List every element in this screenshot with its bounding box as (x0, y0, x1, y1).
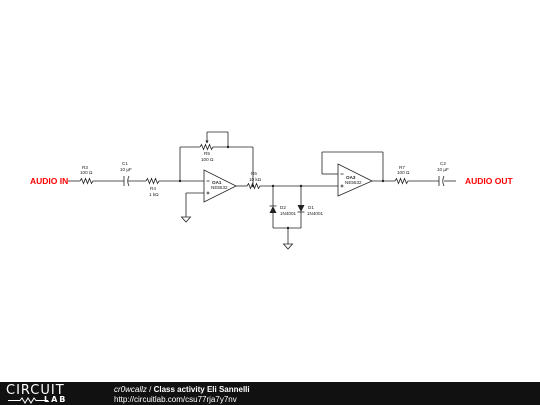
author-link[interactable]: cr0wcallz (114, 385, 147, 394)
r7-value: 100 Ω (397, 170, 410, 175)
logo-bottom-text: LAB (44, 395, 68, 404)
circuit-title[interactable]: Class activity Eli Sannelli (153, 385, 250, 394)
oa1-ground-wire (185, 192, 204, 217)
oa3-feedback-wires (321, 151, 384, 181)
junction-ground (286, 226, 290, 230)
d2-part: 1N4001 (280, 211, 297, 216)
d1-part: 1N4001 (307, 211, 324, 216)
audio-in-label: AUDIO IN (30, 176, 68, 186)
r3-ref: R3 (82, 165, 88, 170)
r6-value: 10 kΩ (249, 177, 262, 182)
c1-value: 10 µF (120, 167, 132, 172)
capacitor-c1[interactable] (123, 175, 130, 187)
resistor-r7[interactable] (394, 177, 409, 185)
resistor-wave-icon (8, 397, 48, 404)
oa1-part: NE5532 (211, 185, 228, 190)
c1-ref: C1 (122, 161, 128, 166)
resistor-r3-input[interactable] (79, 177, 94, 185)
schematic-canvas: AUDIO IN AUDIO OUT R3 100 Ω C1 10 µF R4 … (30, 131, 514, 250)
r7-ref: R7 (399, 165, 405, 170)
junction-oa3-out (381, 179, 385, 183)
opamp-oa3[interactable] (337, 163, 373, 197)
c2-ref: C2 (440, 161, 446, 166)
circuitlab-logo[interactable]: CIRCUIT LAB (6, 383, 92, 404)
d1-ref: D1 (308, 205, 314, 210)
ground-symbol-diodes (282, 243, 294, 250)
diode-d1[interactable] (297, 205, 305, 213)
r3-value: 100 Ω (80, 170, 93, 175)
circuit-url[interactable]: http://circuitlab.com/csu77rja7y7nv (114, 395, 237, 404)
oa3-ref: OA3 (346, 175, 356, 180)
r4-ref: R4 (150, 186, 156, 191)
footer-bar: CIRCUIT LAB cr0wcallz / Class activity E… (0, 382, 540, 405)
resistor-r6[interactable] (246, 182, 261, 190)
junction-feedback (226, 145, 230, 149)
c2-value: 10 µF (437, 167, 449, 172)
oa3-part: NE5532 (345, 180, 362, 185)
oa1-ref: OA1 (212, 180, 222, 185)
audio-out-label: AUDIO OUT (465, 176, 514, 186)
r4-value: 1 kΩ (149, 192, 159, 197)
logo-top-text: CIRCUIT (6, 383, 65, 398)
r5-ref: R5 (204, 151, 210, 156)
circuit-credit: cr0wcallz / Class activity Eli Sannelli (114, 385, 250, 394)
potentiometer-r5[interactable] (199, 140, 214, 151)
credit-separator: / (146, 385, 154, 394)
ground-symbol-oa1 (180, 216, 192, 223)
resistor-r4[interactable] (145, 177, 160, 185)
feedback-wires-oa1 (179, 131, 254, 186)
r6-ref: R6 (251, 171, 257, 176)
opamp-oa1[interactable] (203, 169, 237, 203)
d2-ref: D2 (280, 205, 286, 210)
diode-d2[interactable] (269, 205, 277, 213)
capacitor-c2[interactable] (438, 175, 445, 187)
r5-value: 100 Ω (201, 157, 214, 162)
